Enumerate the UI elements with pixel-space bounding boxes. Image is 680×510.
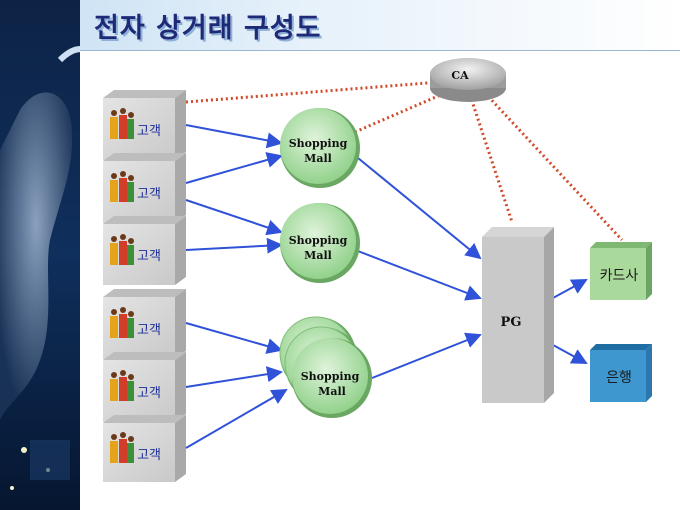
mall-label-line1: Shopping — [289, 137, 348, 150]
customer-group-top: 고객 고객 — [103, 90, 186, 285]
arrow-customer5-mall3 — [185, 366, 283, 388]
customer-label: 고객 — [137, 249, 161, 264]
customer-box: 고객 — [103, 90, 186, 160]
bidirectional-arrows — [536, 279, 588, 364]
arrow-customer1-mall1 — [185, 124, 283, 149]
pg-node: PG — [482, 227, 554, 403]
customer-group-bottom: 고객 고객 — [103, 289, 186, 482]
shopping-mall-stack: Shopping Mall — [279, 316, 372, 418]
title-band — [0, 0, 680, 50]
customer-label: 고객 — [137, 448, 161, 463]
customer-box: 고객 — [103, 216, 186, 285]
shopping-mall-node: Shopping Mall — [280, 108, 360, 188]
ca-link-customers — [185, 80, 441, 104]
pg-label: PG — [501, 315, 522, 330]
customer-label: 고객 — [137, 124, 161, 139]
customer-box: 고객 — [103, 415, 186, 482]
arrow-customer4-mall3 — [185, 322, 283, 354]
arrow-pg-bank — [536, 331, 588, 364]
customer-people-icon — [110, 108, 134, 139]
arrow-customer2-mall1 — [185, 152, 283, 184]
mall-label-line1: Shopping — [289, 234, 348, 247]
ca-node: CA — [430, 58, 506, 102]
mall-label-line1: Shopping — [301, 370, 360, 383]
customer-label: 고객 — [137, 187, 161, 202]
mall-label-line2: Mall — [304, 152, 332, 165]
customer-box: 고객 — [103, 153, 186, 223]
card-company-label: 카드사 — [600, 268, 639, 284]
ca-link-pg — [468, 94, 514, 223]
customer-box: 고객 — [103, 352, 186, 422]
arrow-mall2-pg — [349, 247, 482, 301]
arrow-mall3-pg — [371, 332, 482, 379]
mall-label-line2: Mall — [304, 249, 332, 262]
ca-link-card — [483, 91, 624, 242]
title-divider — [80, 50, 680, 51]
arrow-customer3-mall2 — [185, 237, 283, 254]
customer-people-icon — [110, 307, 134, 338]
customer-label: 고객 — [137, 323, 161, 338]
customer-people-icon — [110, 432, 134, 463]
flow-arrows — [185, 124, 482, 449]
ca-label: CA — [451, 69, 469, 82]
ca-links — [185, 80, 624, 242]
customer-label: 고객 — [137, 386, 161, 401]
bank-node: 은행 — [590, 344, 652, 402]
card-company-node: 카드사 — [590, 242, 652, 300]
bank-label: 은행 — [606, 370, 632, 386]
arrow-customer2-mall2 — [185, 199, 283, 236]
page-title: 전자 상거래 구성도 — [94, 13, 322, 44]
mall-label-line2: Mall — [318, 385, 346, 398]
customer-people-icon — [110, 234, 134, 265]
customer-people-icon — [110, 370, 134, 401]
arrow-customer6-mall3 — [185, 388, 288, 449]
decorative-side-image — [0, 0, 80, 510]
customer-box: 고객 — [103, 289, 186, 359]
shopping-mall-node: Shopping Mall — [280, 203, 360, 283]
arrow-pg-card — [536, 279, 588, 312]
customer-people-icon — [110, 171, 134, 202]
arrow-mall1-pg — [357, 157, 482, 260]
